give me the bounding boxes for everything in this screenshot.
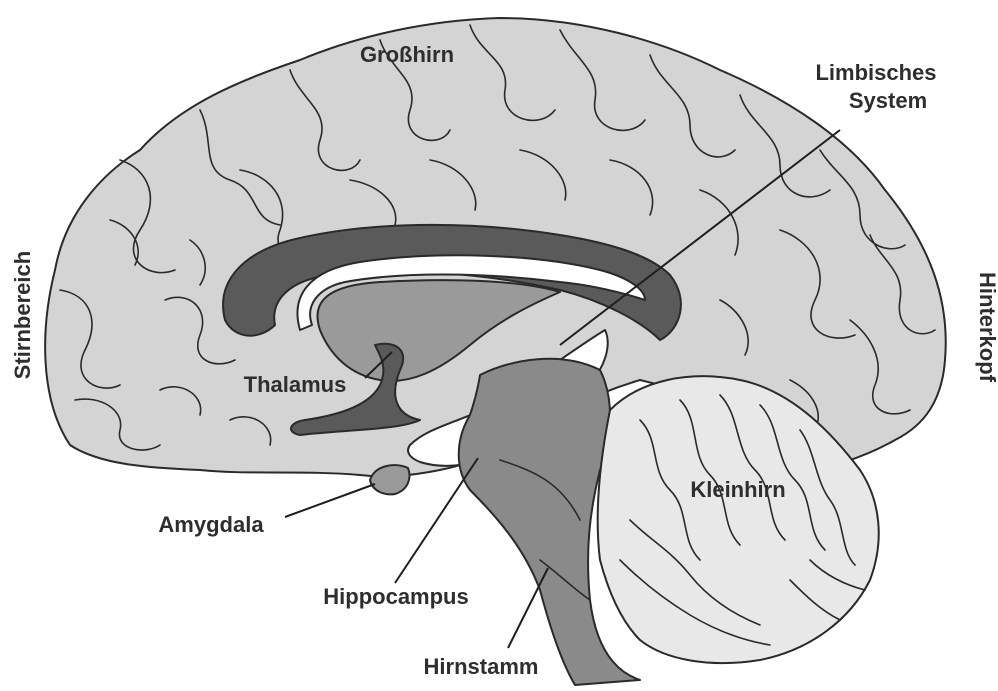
leader-amygdala xyxy=(285,484,375,517)
label-kleinhirn: Kleinhirn xyxy=(690,477,785,502)
label-stirnbereich: Stirnbereich xyxy=(10,251,35,379)
leader-hirnstamm xyxy=(508,568,548,648)
label-grosshirn: Großhirn xyxy=(360,42,454,67)
label-thalamus: Thalamus xyxy=(244,372,347,397)
label-hinterkopf: Hinterkopf xyxy=(975,272,998,383)
label-hirnstamm: Hirnstamm xyxy=(424,654,539,679)
label-amygdala: Amygdala xyxy=(158,512,264,537)
label-limbisches-line1: Limbisches xyxy=(815,60,936,85)
label-hippocampus: Hippocampus xyxy=(323,584,468,609)
label-limbisches-line2: System xyxy=(849,88,927,113)
